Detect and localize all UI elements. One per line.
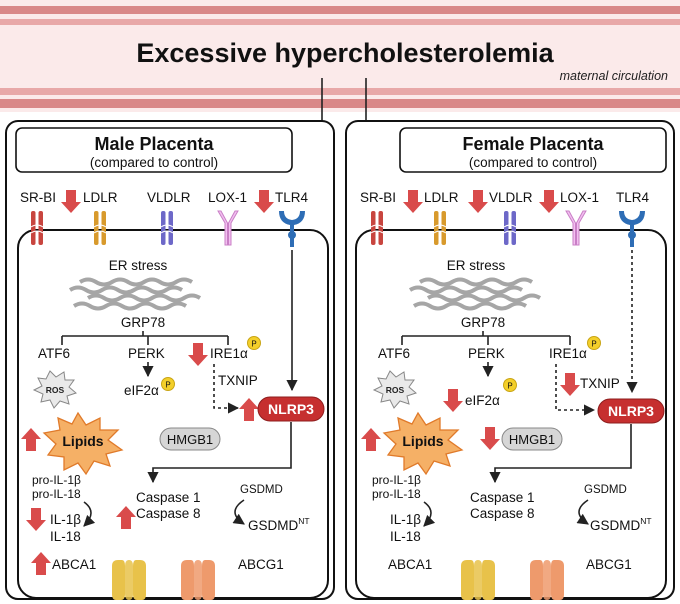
female-il-processing-arrow	[423, 501, 436, 527]
male-er-stress-label: ER stress	[109, 258, 168, 273]
female-er-stress-label: ER stress	[447, 258, 506, 273]
female-il1b-label: IL-1β	[390, 512, 421, 527]
female-nlrp3-label: NLRP3	[608, 403, 654, 419]
female-lipids-icon	[382, 411, 464, 476]
male-ire1a-phospho-badge	[247, 336, 261, 350]
female-pro-il18-label: pro-IL-18	[372, 487, 421, 501]
male-lox1-label: LOX-1	[208, 190, 247, 205]
male-gsdmd-label: GSDMD	[240, 484, 283, 496]
male-placenta-subtitle: (compared to control)	[90, 155, 218, 170]
female-lipids-label: Lipids	[402, 433, 443, 449]
male-gsdmd-nt-label: GSDMDNT	[248, 516, 310, 533]
banner-stripe	[0, 19, 680, 25]
male-ire1a-phospho-label: P	[251, 340, 256, 349]
female-cell-membrane	[355, 229, 667, 599]
female-vldlr-label: VLDLR	[489, 190, 533, 205]
female-ros-icon	[372, 370, 417, 409]
male-nlrp3-caspase-arrow	[147, 422, 292, 484]
male-perk-label: PERK	[128, 346, 165, 361]
male-eif2a-phospho-badge	[161, 377, 175, 391]
male-nlrp3-label: NLRP3	[268, 401, 314, 417]
female-abcg1-label: ABCG1	[586, 557, 632, 572]
female-header-box: Female Placenta (compared to control)	[399, 127, 667, 173]
banner-stripe	[0, 6, 680, 14]
male-placenta-title: Male Placenta	[94, 134, 214, 154]
male-grp78-label: GRP78	[121, 315, 165, 330]
male-abca1-transporter-icon	[112, 560, 146, 600]
female-caspase1-label: Caspase 1	[470, 490, 535, 505]
male-ros-label: ROS	[46, 385, 65, 395]
female-srbi-label: SR-BI	[360, 190, 396, 205]
female-placenta-title: Female Placenta	[462, 134, 604, 154]
male-eif2a-phospho-label: P	[165, 381, 170, 390]
female-nlrp3-caspase-arrow	[489, 424, 632, 484]
male-abcg1-transporter-icon	[181, 560, 215, 600]
female-txnip-label: TXNIP	[580, 376, 620, 391]
male-il1b-label: IL-1β	[50, 512, 81, 527]
male-atf6-label: ATF6	[38, 346, 70, 361]
female-abca1-label: ABCA1	[388, 557, 432, 572]
male-il-processing-arrow	[83, 501, 96, 527]
male-abca1-label: ABCA1	[52, 557, 96, 572]
female-hmgb1-node	[501, 427, 563, 451]
female-abcg1-transporter-icon	[530, 560, 564, 600]
female-ire1a-phospho-badge	[587, 336, 601, 350]
male-vldlr-label: VLDLR	[147, 190, 191, 205]
circulation-banner: Excessive hypercholesterolemia maternal …	[0, 0, 680, 112]
male-txnip-label: TXNIP	[218, 373, 258, 388]
male-il18-label: IL-18	[50, 529, 81, 544]
female-abca1-transporter-icon	[461, 560, 495, 600]
male-lipids-label: Lipids	[62, 433, 103, 449]
male-caspase8-label: Caspase 8	[136, 506, 201, 521]
female-grp78-label: GRP78	[461, 315, 505, 330]
female-gsdmd-nt-label: GSDMDNT	[590, 516, 652, 533]
male-upr-branches	[61, 331, 229, 345]
female-pro-il1b-label: pro-IL-1β	[372, 473, 421, 487]
male-caspase1-label: Caspase 1	[136, 490, 201, 505]
male-panel: Male Placenta (compared to control) SR-B…	[5, 120, 335, 600]
female-nlrp3-node	[597, 398, 665, 424]
female-panel: Female Placenta (compared to control) SR…	[345, 120, 675, 600]
male-lipids-icon	[42, 411, 124, 476]
female-il18-label: IL-18	[390, 529, 421, 544]
diagram-title: Excessive hypercholesterolemia	[136, 38, 554, 68]
banner-stripe	[0, 88, 680, 95]
male-pro-il1b-label: pro-IL-1β	[32, 473, 81, 487]
male-pro-il18-label: pro-IL-18	[32, 487, 81, 501]
female-ros-label: ROS	[386, 385, 405, 395]
male-ldlr-label: LDLR	[83, 190, 118, 205]
female-upr-branches	[401, 331, 571, 345]
male-hmgb1-label: HMGB1	[167, 432, 213, 447]
male-ros-icon	[32, 370, 77, 409]
male-eif2a-label: eIF2α	[124, 383, 159, 398]
maternal-circulation-label: maternal circulation	[560, 69, 668, 83]
male-gsdmd-cleavage-arrow	[232, 499, 245, 525]
female-eif2a-phospho-label: P	[507, 382, 512, 391]
female-ire1a-phospho-label: P	[591, 340, 596, 349]
male-ire1a-label: IRE1α	[210, 346, 248, 361]
female-caspase8-label: Caspase 8	[470, 506, 535, 521]
male-srbi-label: SR-BI	[20, 190, 56, 205]
female-gsdmd-cleavage-arrow	[576, 499, 589, 525]
male-abcg1-label: ABCG1	[238, 557, 284, 572]
female-ire1a-label: IRE1α	[549, 346, 587, 361]
female-hmgb1-label: HMGB1	[509, 432, 555, 447]
male-ire1a-nlrp3-dashed-arrow	[213, 364, 240, 414]
female-placenta-subtitle: (compared to control)	[469, 155, 597, 170]
female-atf6-label: ATF6	[378, 346, 410, 361]
female-eif2a-phospho-badge	[503, 378, 517, 392]
female-lox1-label: LOX-1	[560, 190, 599, 205]
male-nlrp3-node	[257, 396, 325, 422]
female-perk-label: PERK	[468, 346, 505, 361]
male-hmgb1-node	[159, 427, 221, 451]
female-eif2a-label: eIF2α	[465, 393, 500, 408]
female-tlr4-label: TLR4	[616, 190, 650, 205]
female-ldlr-label: LDLR	[424, 190, 459, 205]
banner-stripe	[0, 99, 680, 108]
female-gsdmd-label: GSDMD	[584, 484, 627, 496]
male-header-box: Male Placenta (compared to control)	[15, 127, 293, 173]
male-tlr4-label: TLR4	[275, 190, 309, 205]
